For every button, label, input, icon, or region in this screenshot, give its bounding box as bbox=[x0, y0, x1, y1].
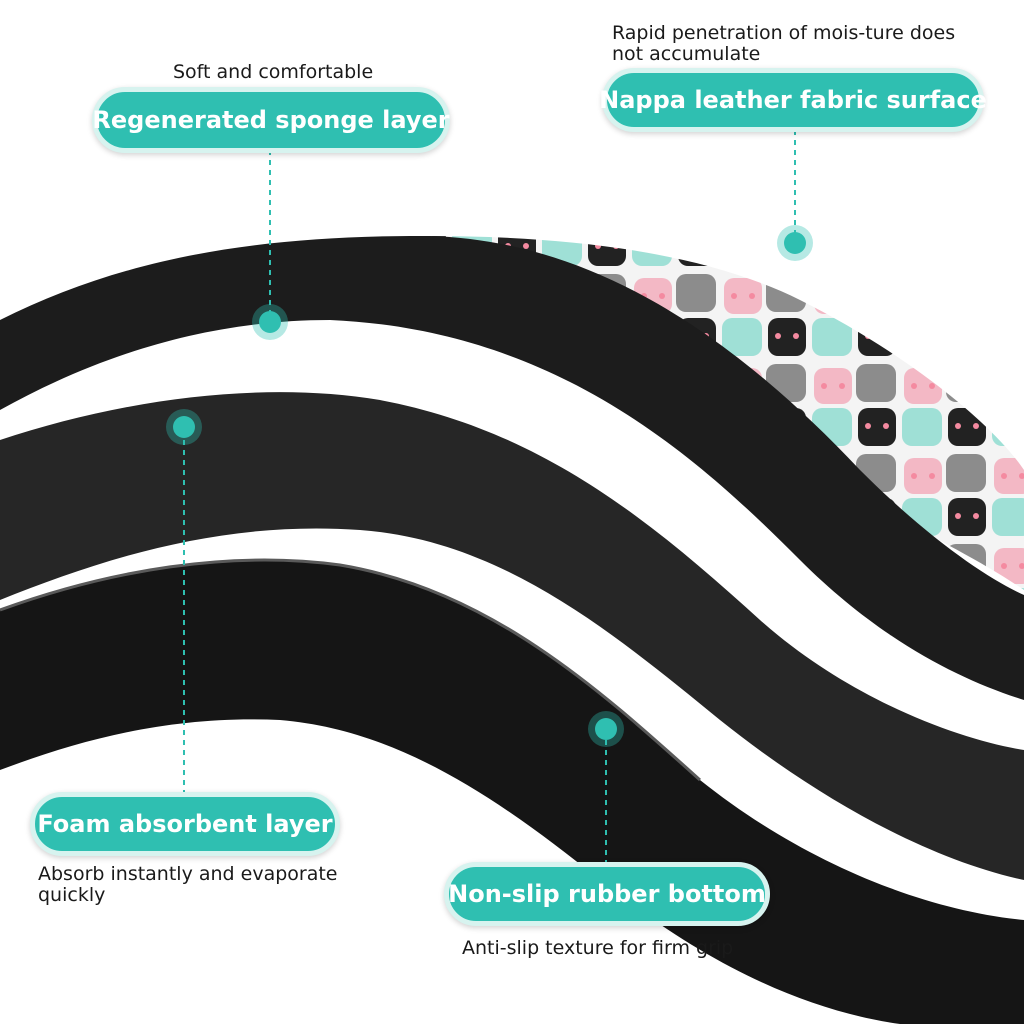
rubber-edge-highlight bbox=[0, 558, 702, 782]
nappa-caption-line2: not accumulate bbox=[612, 43, 761, 65]
nappa-caption-line1: Rapid penetration of mois-ture does bbox=[612, 22, 956, 44]
foam-marker-icon bbox=[166, 409, 202, 445]
nappa-label: Nappa leather fabric surface bbox=[599, 68, 987, 132]
nappa-caption: Rapid penetration of mois-ture does not … bbox=[612, 23, 955, 65]
sponge-marker-icon bbox=[252, 304, 288, 340]
rubber-label: Non-slip rubber bottom bbox=[444, 862, 770, 926]
foam-caption-line2: quickly bbox=[38, 884, 106, 906]
nappa-marker-icon bbox=[777, 225, 813, 261]
sponge-caption: Soft and comfortable bbox=[173, 61, 374, 83]
foam-label: Foam absorbent layer bbox=[30, 792, 340, 856]
foam-layer bbox=[0, 392, 1024, 880]
sponge-layer bbox=[0, 235, 1024, 700]
rubber-layer bbox=[0, 560, 1024, 1024]
foam-caption-line1: Absorb instantly and evaporate bbox=[38, 863, 338, 885]
foam-caption: Absorb instantly and evaporate quickly bbox=[38, 864, 338, 906]
rubber-marker-icon bbox=[588, 711, 624, 747]
rubber-caption: Anti-slip texture for firm grip bbox=[462, 937, 734, 959]
sponge-label: Regenerated sponge layer bbox=[92, 87, 450, 153]
